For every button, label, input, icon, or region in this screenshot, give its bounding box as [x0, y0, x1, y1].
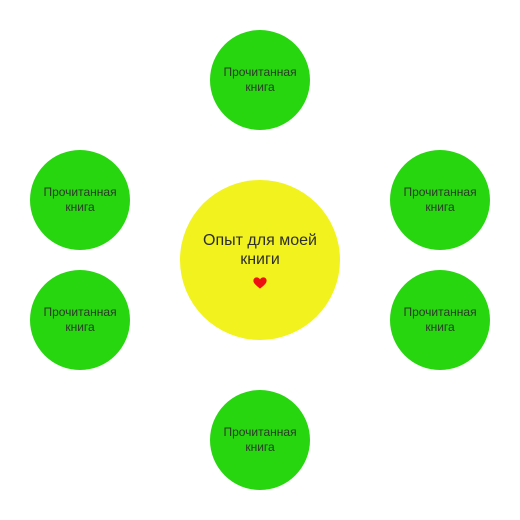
node-read-book-top[interactable]: Прочитанная книга — [210, 30, 310, 130]
node-label: Прочитанная книга — [223, 65, 297, 94]
central-node-label: Опыт для моей книги — [203, 232, 317, 268]
node-read-book-upper-right[interactable]: Прочитанная книга — [390, 150, 490, 250]
node-read-book-upper-left[interactable]: Прочитанная книга — [30, 150, 130, 250]
central-node[interactable]: Опыт для моей книги — [180, 180, 340, 340]
node-read-book-bottom[interactable]: Прочитанная книга — [210, 390, 310, 490]
node-label: Прочитанная книга — [403, 305, 477, 334]
node-label: Прочитанная книга — [43, 185, 117, 214]
node-read-book-lower-right[interactable]: Прочитанная книга — [390, 270, 490, 370]
node-label: Прочитанная книга — [43, 305, 117, 334]
node-label: Прочитанная книга — [403, 185, 477, 214]
heart-icon — [253, 277, 267, 289]
node-read-book-lower-left[interactable]: Прочитанная книга — [30, 270, 130, 370]
node-label: Прочитанная книга — [223, 425, 297, 454]
